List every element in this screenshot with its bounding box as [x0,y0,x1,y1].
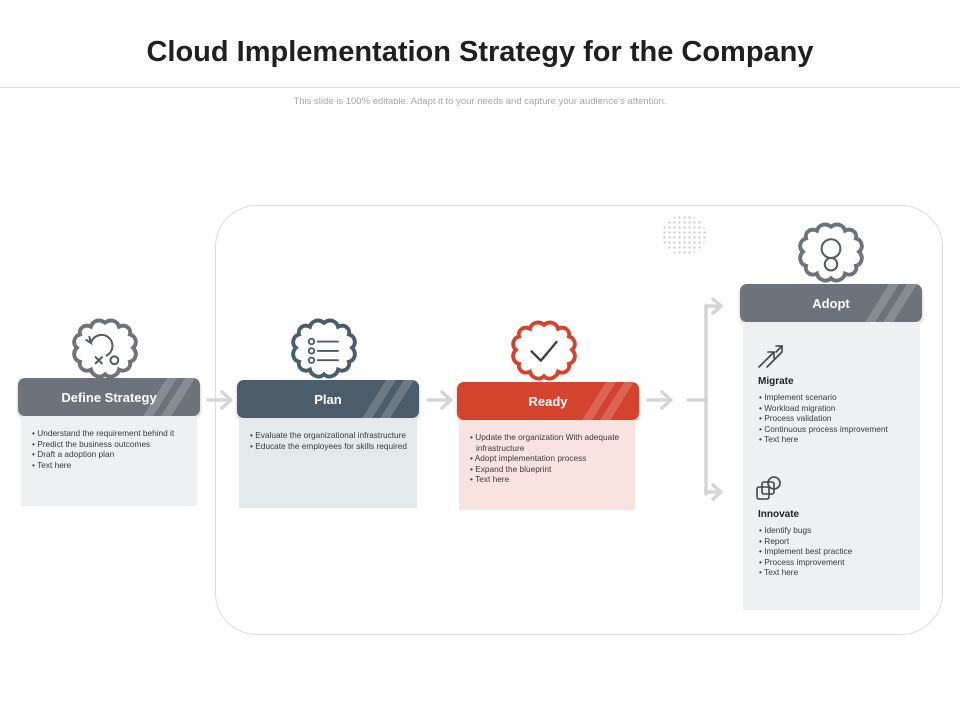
list-item: Predict the business outcomes [31,439,187,450]
list-item: Identify bugs [758,525,908,536]
page-subtitle: This slide is 100% editable. Adapt it to… [293,96,667,107]
arrow-right-icon [426,390,453,410]
step-label: Adopt [812,295,850,311]
arrow-right-icon [646,390,673,410]
list-item: Update the organization With adequate in… [469,432,625,453]
step-label: Ready [528,393,568,409]
list-item: Text here [758,434,908,445]
step-label: Plan [314,391,342,407]
step-header-ready: Ready [457,382,639,420]
list-item: Workload migration [758,403,908,414]
cloud-badge-plan [291,318,357,379]
arrows-icon [758,345,783,368]
step-panel-ready: Update the organization With adequate in… [459,420,635,510]
list-item: Text here [758,567,908,578]
list-item: Understand the requirement behind it [31,428,187,439]
arrow-right-icon [206,390,233,410]
section-list-migrate: Implement scenario Workload migration Pr… [748,380,918,445]
list-item: Process improvement [758,557,908,568]
page-title: Cloud Implementation Strategy for the Co… [146,36,814,68]
cloud-badge-ready [511,320,577,381]
list-item: Process validation [758,413,908,424]
title-divider [0,87,960,88]
section-title-migrate: Migrate [758,376,794,387]
list-item: Implement scenario [758,392,908,403]
section-title-innovate: Innovate [758,509,800,520]
list-item: Report [758,536,908,547]
step-panel-plan: Evaluate the organizational infrastructu… [239,418,417,508]
list-item: Evaluate the organizational infrastructu… [249,430,407,441]
dot-pattern-decoration [662,215,706,255]
step-label: Define Strategy [61,389,157,405]
checkmark-icon [530,340,558,362]
list-item: Draft a adoption plan [31,449,187,460]
list-item: Adopt implementation process [469,453,625,464]
process-frame [215,205,943,635]
undo-target-icon [85,333,120,366]
overlapping-squares-icon [756,476,781,500]
list-item: Expand the blueprint [469,464,625,475]
cloud-badge-adopt [798,222,864,283]
section-list-innovate: Identify bugs Report Implement best prac… [748,513,918,578]
list-item: Text here [31,460,187,471]
list-item: Educate the employees for skills require… [249,441,407,452]
cloud-badge-define [72,318,138,379]
list-item: Text here [469,474,625,485]
step-header-define-strategy: Define Strategy [18,378,200,416]
step-header-plan: Plan [237,380,419,418]
step-header-adopt: Adopt [740,284,922,322]
circles-icon [820,238,842,272]
branch-connector [686,297,723,501]
list-item: Continuous process improvement [758,424,908,435]
checklist-icon [307,337,339,364]
list-item: Implement best practice [758,546,908,557]
step-panel-define-strategy: Understand the requirement behind it Pre… [21,416,197,506]
